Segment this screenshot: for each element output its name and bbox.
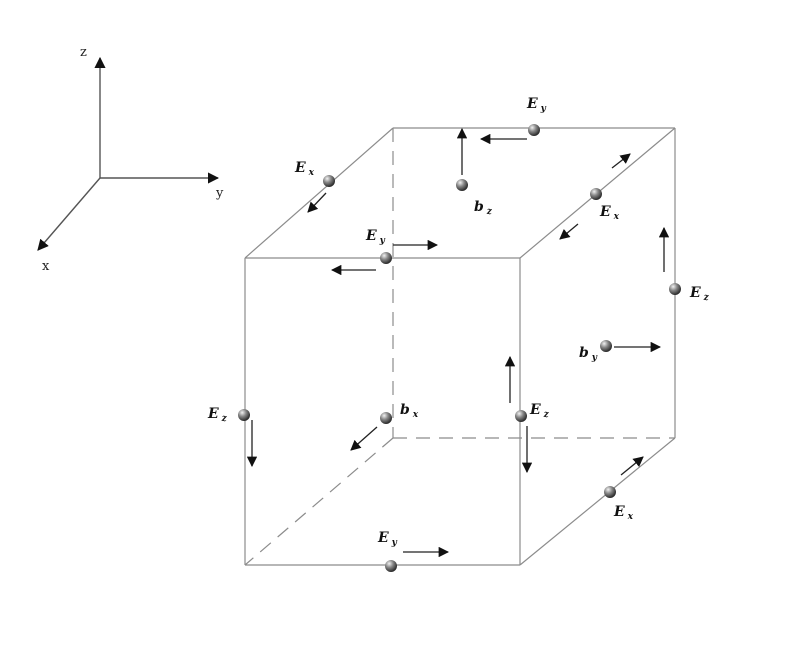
arrow-ex-top-right-down <box>559 223 579 240</box>
node-ez-right-back <box>669 283 681 295</box>
x-axis-label: x <box>42 259 50 274</box>
edge-hidden-bottom-left <box>244 437 394 566</box>
arrow-ex-top-left <box>307 192 327 213</box>
x-axis <box>37 177 101 251</box>
z-axis-label: z <box>80 45 87 60</box>
coordinate-axes: z y x <box>37 45 224 274</box>
arrow-ex-bottom-right <box>620 456 644 476</box>
node-ex-bottom-right <box>604 486 616 498</box>
node-ey-top-front <box>380 252 392 264</box>
node-ey-top-back <box>528 124 540 136</box>
node-by <box>600 340 612 352</box>
node-ez-front-right <box>515 410 527 422</box>
node-ex-top-left <box>323 175 335 187</box>
node-bx <box>380 412 392 424</box>
node-ez-left <box>238 409 250 421</box>
field-arrows <box>246 127 670 558</box>
node-bz <box>456 179 468 191</box>
edge-top-left <box>244 127 394 259</box>
node-ex-top-right <box>590 188 602 200</box>
edge-bottom-right <box>519 437 676 566</box>
field-nodes <box>238 124 681 572</box>
arrow-ex-top-right-up <box>611 153 631 169</box>
arrow-bx <box>350 426 378 451</box>
y-axis-label: y <box>215 186 224 201</box>
node-ey-bottom <box>385 560 397 572</box>
